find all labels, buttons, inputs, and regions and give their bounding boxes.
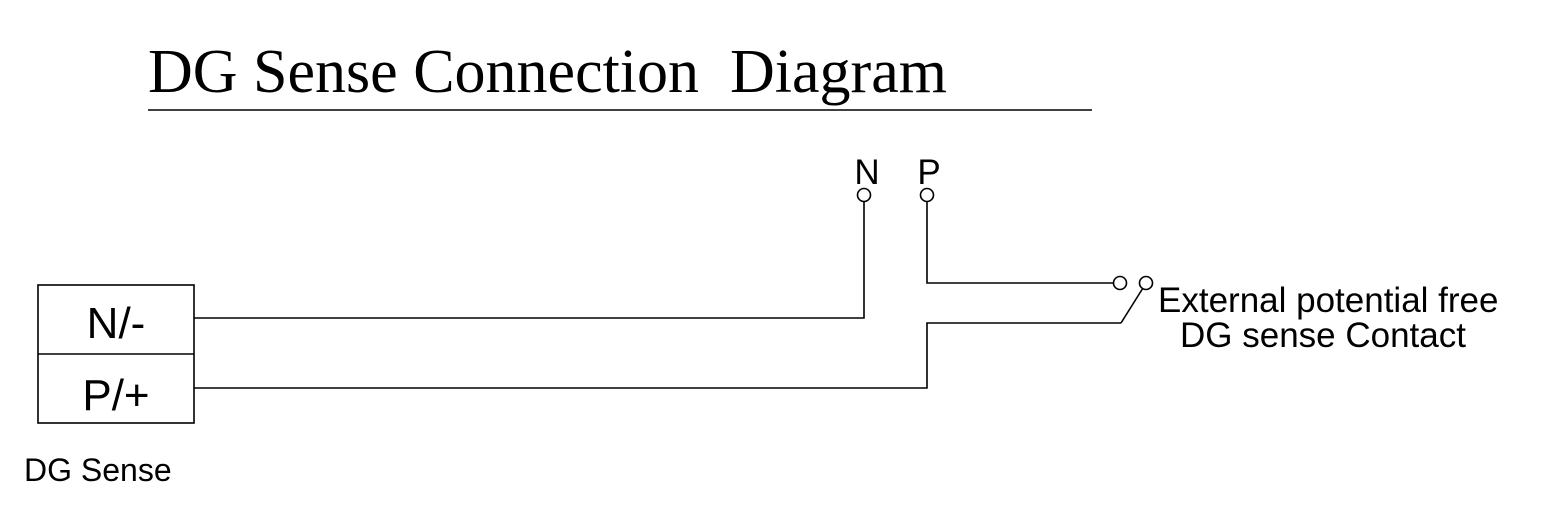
wire-p-terminal-to-contact <box>926 202 1114 284</box>
wire-positive <box>194 322 1121 389</box>
terminal-row-negative: N/- <box>87 299 146 348</box>
wire-negative <box>194 202 865 319</box>
contact-switch-blade <box>1120 287 1144 324</box>
dg-sense-caption: DG Sense <box>24 452 172 488</box>
terminal-label-n: N <box>854 153 879 192</box>
terminal-p-connector <box>919 187 935 203</box>
dg-sense-terminal-block: N/- P/+ <box>37 284 195 424</box>
contact-label-line2: DG sense Contact <box>1180 316 1466 355</box>
diagram-title: DG Sense Connection Diagram <box>148 38 947 106</box>
terminal-label-p: P <box>917 153 940 192</box>
contact-terminal-right <box>1138 275 1154 291</box>
contact-terminal-left <box>1112 275 1128 291</box>
terminal-row-positive: P/+ <box>82 371 149 420</box>
contact-label-line1: External potential free <box>1158 281 1498 320</box>
terminal-n-connector <box>856 187 872 203</box>
